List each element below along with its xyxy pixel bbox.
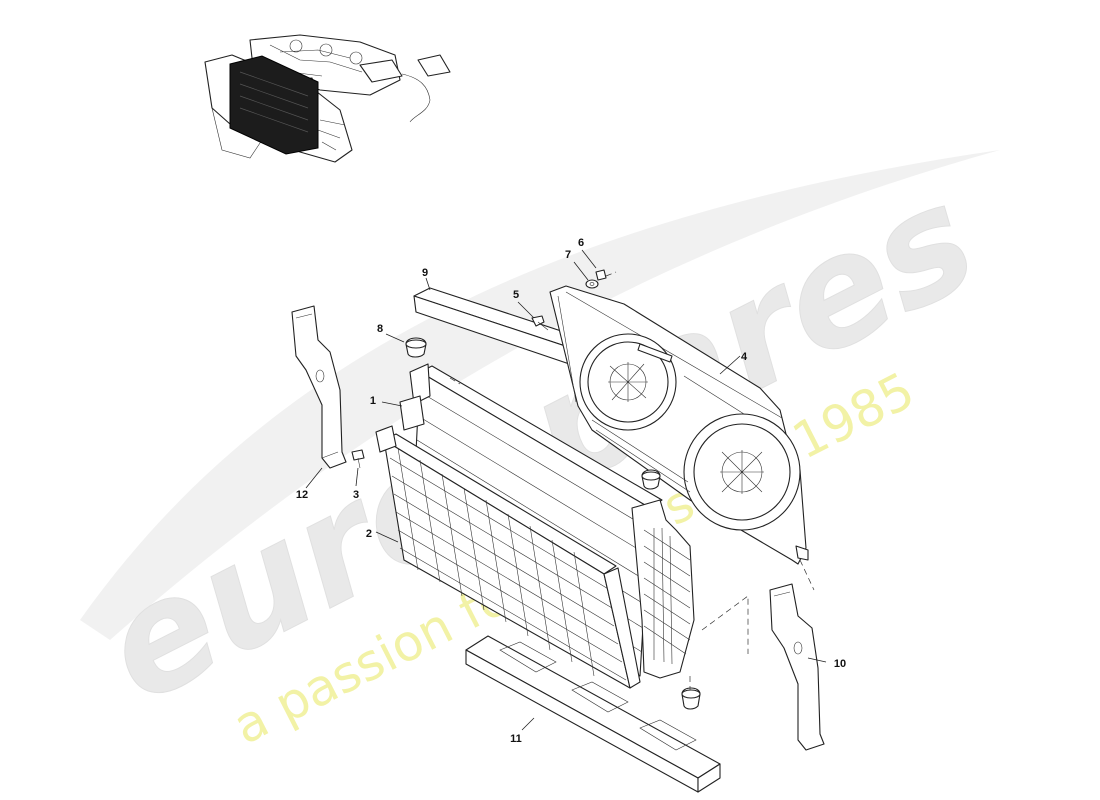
lower-seal [465, 635, 721, 793]
thumbnail-radiator-highlight [229, 55, 319, 155]
cooling-fan-assembly [549, 285, 809, 565]
side-deflector-left [291, 305, 347, 469]
callout-6: 6 [578, 237, 584, 249]
callout-12: 12 [296, 489, 308, 501]
callout-10: 10 [834, 658, 846, 670]
bolt [531, 315, 549, 331]
rubber-mount-upper [405, 337, 427, 358]
callout-7: 7 [565, 249, 571, 261]
nut [595, 269, 617, 281]
callout-3: 3 [353, 489, 359, 501]
washer [585, 279, 599, 289]
callout-5: 5 [513, 289, 519, 301]
leader-lines [305, 249, 827, 731]
screw [351, 449, 365, 469]
callout-8: 8 [377, 323, 383, 335]
callout-9: 9 [422, 267, 428, 279]
condenser [375, 425, 641, 689]
assembly-guides [449, 377, 815, 690]
callout-11: 11 [510, 733, 522, 745]
rubber-mount-lower [641, 469, 701, 710]
callout-4: 4 [741, 351, 748, 363]
engine-bay-thumbnail [204, 34, 451, 163]
side-deflector-right [769, 583, 825, 751]
callout-1: 1 [370, 395, 376, 407]
callout-2: 2 [366, 528, 372, 540]
callouts: 1 2 3 4 5 6 7 8 9 10 11 12 [296, 237, 846, 745]
